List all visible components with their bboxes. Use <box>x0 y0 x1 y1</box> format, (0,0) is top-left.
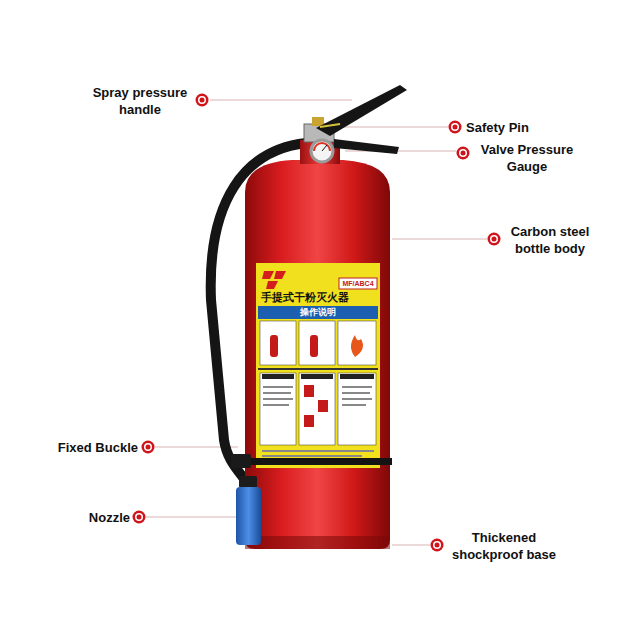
part-label: Nozzle <box>38 509 130 526</box>
part-label: Valve Pressure Gauge <box>470 141 584 175</box>
part-label: Carbon steel bottle body <box>502 223 598 257</box>
instruction-heading: 操作说明 <box>258 306 378 319</box>
model-code: MF/ABC4 <box>339 279 377 289</box>
part-label: Thickened shockproof base <box>441 529 567 563</box>
product-name: 手提式干粉灭火器 <box>261 291 377 304</box>
callout-markers <box>133 94 501 552</box>
part-label: Fixed Buckle <box>36 439 138 456</box>
part-label: Safety Pin <box>466 119 566 136</box>
part-label: Spray pressure handle <box>85 84 195 118</box>
